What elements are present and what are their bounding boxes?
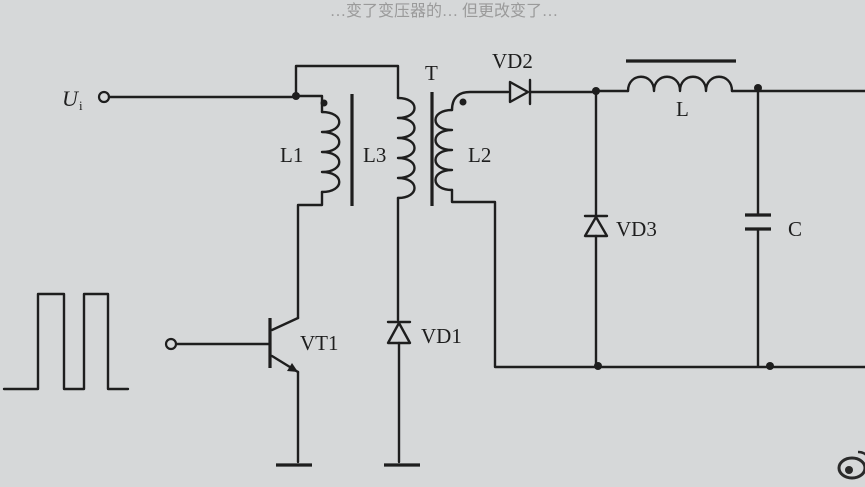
input-label: U (62, 86, 80, 111)
header-fragment: …变了变压器的… 但更改变了… (330, 2, 558, 20)
vt1-label: VT1 (300, 331, 339, 355)
gate-input-node (164, 337, 178, 351)
l1-label: L1 (280, 143, 303, 167)
l1-bottom-lead (296, 190, 324, 320)
input-terminal: U i (62, 86, 300, 113)
capacitor-c: C (745, 86, 802, 368)
primary-winding: L1 (280, 94, 341, 320)
transistor-vt1: VT1 (164, 316, 339, 467)
input-label-sub: i (79, 98, 83, 113)
junction-c-bottom (766, 362, 774, 370)
input-node (97, 90, 111, 104)
vt1-emitter-arrow (287, 363, 298, 372)
bridge-wire (294, 64, 400, 100)
secondary-winding: L2 (434, 90, 865, 369)
l1-coil (320, 110, 341, 194)
inductor-l: L (594, 59, 865, 121)
diode-vd1: VD1 (384, 320, 462, 467)
l2-polarity-dot (459, 98, 467, 106)
reset-winding: L3 (363, 96, 416, 322)
l2-return-wire (450, 188, 865, 369)
vd2-triangle (508, 80, 530, 104)
transformer-label: T (425, 61, 438, 85)
l3-label: L3 (363, 143, 386, 167)
l1-top-lead (294, 94, 324, 114)
diode-vd2: VD2 (492, 49, 598, 106)
l2-coil (434, 108, 454, 192)
vd3-label: VD3 (616, 217, 657, 241)
l-label: L (676, 97, 689, 121)
weibo-logo-icon (837, 450, 865, 480)
vd1-label: VD1 (421, 324, 462, 348)
vd1-triangle (386, 321, 412, 345)
l-coil (626, 75, 734, 93)
c-label: C (788, 217, 802, 241)
l2-label: L2 (468, 143, 491, 167)
diode-vd3: VD3 (583, 89, 657, 368)
vd2-label: VD2 (492, 49, 533, 73)
pwm-pulse-waveform (2, 292, 130, 391)
l1-polarity-dot (320, 99, 328, 107)
junction-vd3-bottom (594, 362, 602, 370)
vt1-collector (270, 316, 300, 332)
l2-top-lead (450, 90, 510, 112)
vd3-triangle (583, 215, 609, 238)
l3-coil (396, 96, 416, 200)
